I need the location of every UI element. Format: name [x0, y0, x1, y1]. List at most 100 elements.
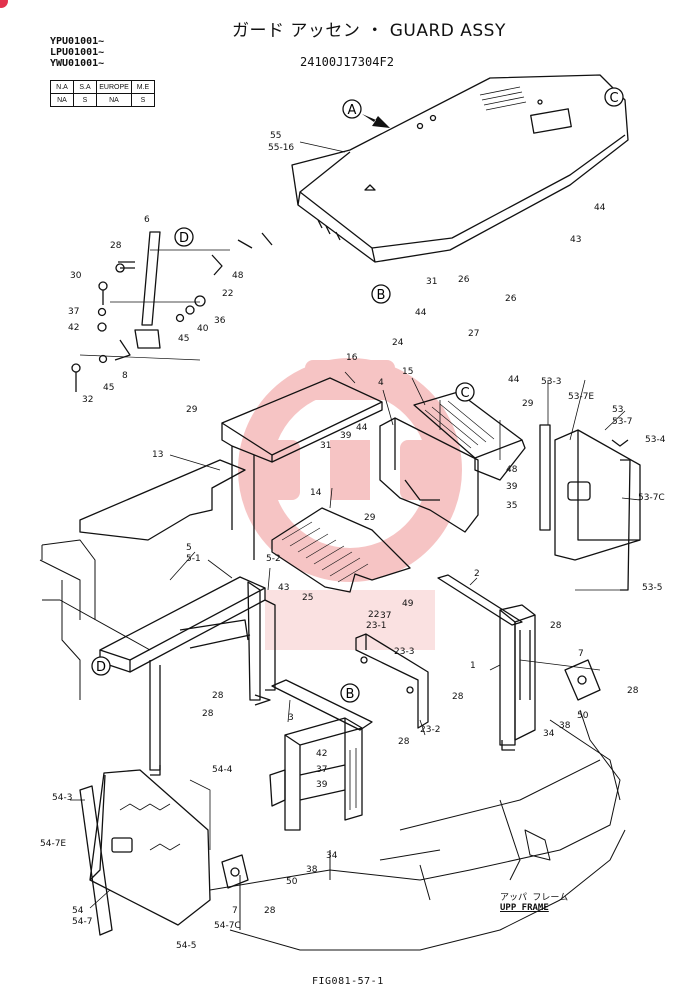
part-label: 53-5 [642, 583, 662, 593]
part-label: 53-7 [612, 417, 632, 427]
part-label: 35 [506, 501, 517, 511]
part-label: 49 [402, 599, 414, 609]
part-label: 37 [68, 307, 79, 317]
part-label: 43 [570, 235, 581, 245]
serial-number: YWU01001~ [50, 58, 105, 69]
side-panel-54 [79, 769, 211, 936]
part-label: 53-3 [541, 377, 561, 387]
callout-D: D [174, 227, 194, 247]
part-label: 22 [222, 289, 233, 299]
floor-plate-14 [271, 507, 411, 593]
part-label: 7 [578, 649, 584, 659]
part-label: 39 [506, 482, 518, 492]
part-label: 16 [346, 353, 358, 363]
part-label: 44 [508, 375, 520, 385]
part-label: 27 [468, 329, 479, 339]
part-label: 54-7 [72, 917, 92, 927]
svg-text:C: C [460, 386, 469, 401]
svg-text:B: B [346, 687, 355, 702]
cover-13 [79, 459, 246, 541]
serial-number-list: YPU01001~ LPU01001~ YWU01001~ [50, 36, 104, 69]
part-label: 29 [364, 513, 376, 523]
diagram-title: ガード アッセン ・ GUARD ASSY [232, 21, 506, 41]
bracket-23 [355, 633, 429, 729]
part-label: 54-7E [40, 839, 66, 849]
part-label: 28 [627, 686, 639, 696]
callout-A: A [342, 99, 390, 128]
part-label: 23-3 [394, 647, 414, 657]
callout-B: B [340, 683, 360, 703]
upper-frame-label-jp: アッパ フレーム [500, 893, 569, 903]
part-label: 28 [452, 692, 464, 702]
corner-marker [0, 0, 8, 8]
svg-text:C: C [609, 91, 618, 106]
side-panel-53 [539, 424, 641, 591]
part-label: 34 [543, 729, 555, 739]
part-label: 29 [522, 399, 534, 409]
part-label: 43 [278, 583, 289, 593]
part-labels: 55 55-16 44 43 6 28 48 22 30 37 42 8 45 … [40, 131, 666, 951]
callout-letters: A C B D C D B [91, 87, 624, 703]
part-label: 54-7C [214, 921, 241, 931]
part-label: 37 [380, 611, 391, 621]
upper-frame-outline [39, 539, 626, 951]
part-label: 7 [232, 906, 238, 916]
part-label: 28 [202, 709, 214, 719]
stand-frame [269, 717, 363, 831]
part-label: 28 [550, 621, 562, 631]
part-label: 26 [505, 294, 517, 304]
figure-number: FIG081-57-1 [312, 976, 384, 987]
leader-lines [70, 141, 641, 909]
watermark-logo [238, 358, 462, 650]
part-label: 39 [340, 431, 352, 441]
assembly-part-number: 24100J17304F2 [300, 55, 394, 69]
frame-5 [99, 576, 276, 776]
part-label: 45 [103, 383, 114, 393]
part-label: 13 [152, 450, 163, 460]
upper-frame-note: アッパ フレーム UPP FRAME [500, 893, 568, 913]
part-label: 45 [178, 334, 189, 344]
part-label: 53 [612, 405, 623, 415]
serial-number: LPU01001~ [50, 47, 105, 58]
part-label: 42 [68, 323, 79, 333]
part-label: 54-5 [176, 941, 196, 951]
part-label: 54 [72, 906, 84, 916]
callout-B: B [371, 284, 391, 304]
part-label: 53-4 [645, 435, 666, 445]
bracket-4 [379, 417, 479, 533]
callout-D: D [91, 656, 111, 676]
part-label: 31 [320, 441, 331, 451]
region-applicability-table: N.A S.A EUROPE M.E NA S NA S [50, 80, 155, 107]
bar-3 [271, 679, 373, 731]
part-label: 28 [212, 691, 224, 701]
plate-15 [413, 391, 526, 481]
cover-plate-16 [221, 377, 383, 560]
part-label: 36 [214, 316, 226, 326]
part-label: 2 [474, 569, 480, 579]
svg-text:D: D [179, 231, 189, 246]
svg-text:B: B [377, 288, 386, 303]
part-label: 1 [470, 661, 476, 671]
part-label: 8 [122, 371, 128, 381]
region-value: NA [50, 93, 74, 107]
part-label: 42 [316, 749, 327, 759]
part-label: 31 [426, 277, 437, 287]
part-label: 39 [316, 780, 328, 790]
part-label: 34 [326, 851, 338, 861]
svg-text:A: A [348, 103, 357, 118]
part-label: 55 [270, 131, 281, 141]
part-label: 38 [306, 865, 318, 875]
part-label: 5-1 [186, 554, 201, 564]
part-label: 24 [392, 338, 404, 348]
part-label: 44 [356, 423, 368, 433]
part-label: 53-7C [638, 493, 665, 503]
part-label: 5 [186, 543, 192, 553]
part-label: 15 [402, 367, 413, 377]
part-label: 48 [232, 271, 244, 281]
callout-C: C [455, 382, 475, 402]
hood-guard-55 [291, 74, 629, 263]
lever-6 [79, 231, 230, 361]
part-label: 4 [378, 378, 384, 388]
part-label: 40 [197, 324, 209, 334]
